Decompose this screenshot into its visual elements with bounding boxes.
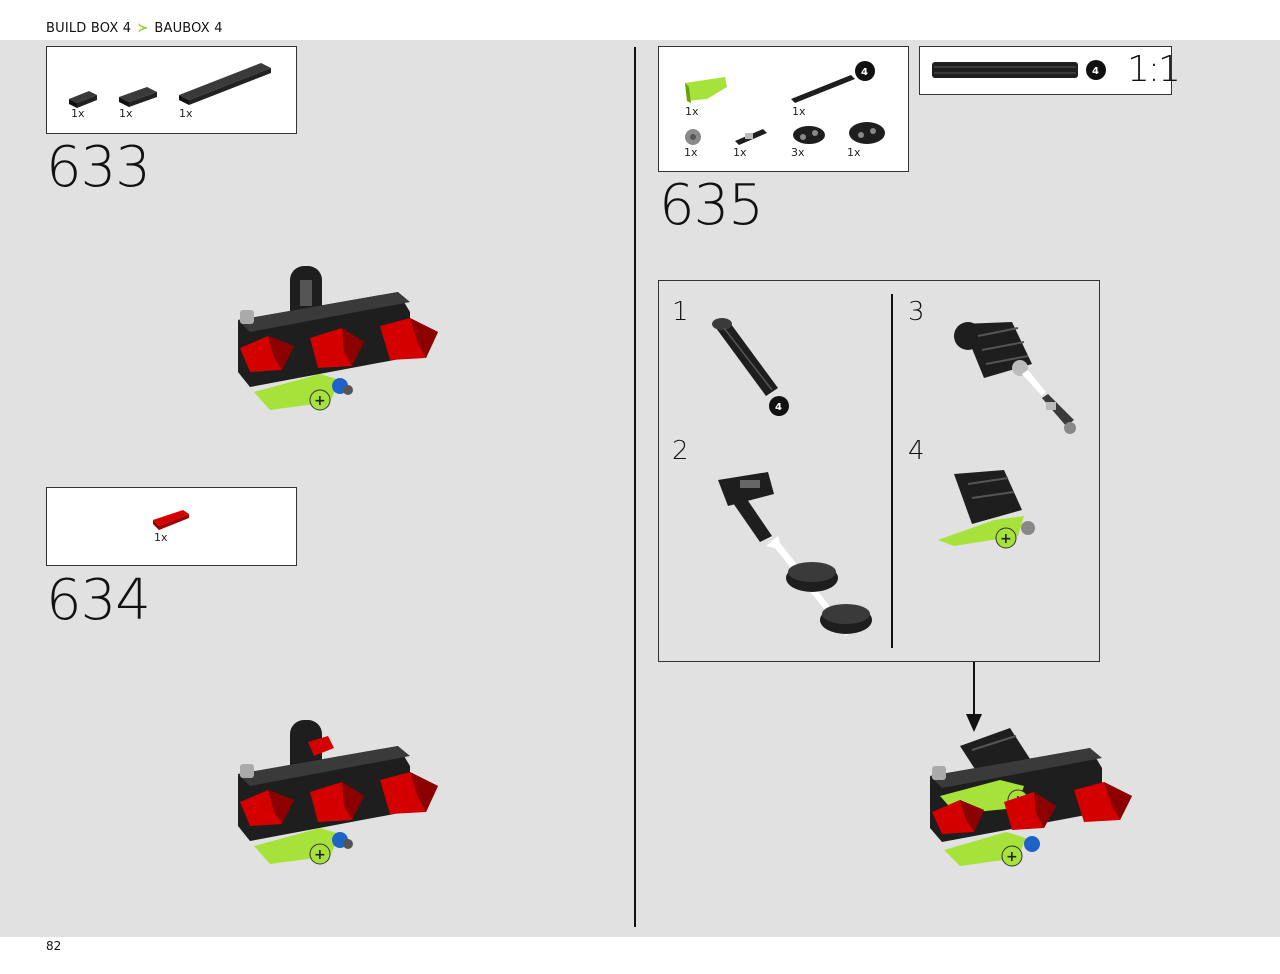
step-number: 635	[659, 173, 764, 238]
substep-number: 3	[908, 297, 925, 327]
scale-label: 1:1	[1127, 49, 1181, 90]
part-qty: 1x	[685, 105, 699, 118]
axle-scale-icon: 4	[932, 60, 1106, 80]
assembly-step-633-image: +	[238, 266, 438, 411]
scale-callout: 4 1:1	[919, 46, 1181, 95]
axle-4-icon	[791, 75, 855, 103]
svg-text:4: 4	[861, 67, 868, 78]
svg-text:+: +	[314, 393, 326, 409]
part-qty: 3x	[791, 146, 805, 159]
svg-text:4: 4	[775, 402, 782, 413]
part-qty: 1x	[71, 107, 85, 120]
axle-pin-icon	[735, 129, 767, 145]
substep-2-image	[718, 472, 872, 636]
page-number: 82	[46, 939, 62, 953]
parts-callout-635: 4 1x 1x 1x 1x 3x 1x	[658, 46, 909, 172]
part-qty: 1x	[154, 531, 168, 544]
part-qty: 1x	[792, 105, 806, 118]
tile-pieces-icon	[69, 63, 271, 108]
substep-number: 2	[672, 436, 689, 466]
beam-2-icon	[793, 126, 825, 144]
beam-2-thick-icon	[849, 122, 885, 144]
parts-callout-633: 1x 1x 1x	[46, 46, 297, 134]
part-qty: 1x	[847, 146, 861, 159]
part-qty: 1x	[179, 107, 193, 120]
svg-text:+: +	[1000, 531, 1012, 547]
page-header: BUILD BOX 4 ≻ BAUBOX 4	[0, 0, 1280, 40]
step-number: 634	[46, 568, 151, 633]
svg-text:4: 4	[1092, 66, 1099, 77]
step-number: 633	[46, 135, 151, 200]
breadcrumb: BUILD BOX 4 ≻ BAUBOX 4	[46, 21, 223, 36]
step-635-parts-icons: 4	[685, 61, 885, 145]
svg-text:+: +	[1006, 849, 1018, 865]
substep-number: 1	[672, 297, 689, 327]
subassembly-divider	[891, 294, 893, 648]
assembly-step-635-image: + +	[930, 728, 1132, 867]
page-divider	[634, 47, 636, 927]
header-left-label: BUILD BOX 4	[46, 21, 132, 36]
chevron-right-icon: ≻	[137, 21, 149, 36]
assembly-step-634-image: +	[238, 720, 438, 865]
substep-number: 4	[908, 436, 925, 466]
part-qty: 1x	[119, 107, 133, 120]
header-right-label: BAUBOX 4	[154, 21, 223, 36]
part-qty: 1x	[684, 146, 698, 159]
subassembly-panel	[658, 280, 1100, 662]
substep-1-image: 4	[712, 318, 789, 416]
substep-4-image: +	[938, 470, 1035, 549]
parts-callout-634: 1x	[46, 487, 297, 566]
svg-text:+: +	[314, 847, 326, 863]
panel-lime-icon	[685, 77, 727, 103]
down-arrow-icon	[966, 662, 982, 732]
connector-peg-red-icon	[153, 510, 189, 530]
part-qty: 1x	[733, 146, 747, 159]
substep-3-image	[954, 322, 1076, 434]
